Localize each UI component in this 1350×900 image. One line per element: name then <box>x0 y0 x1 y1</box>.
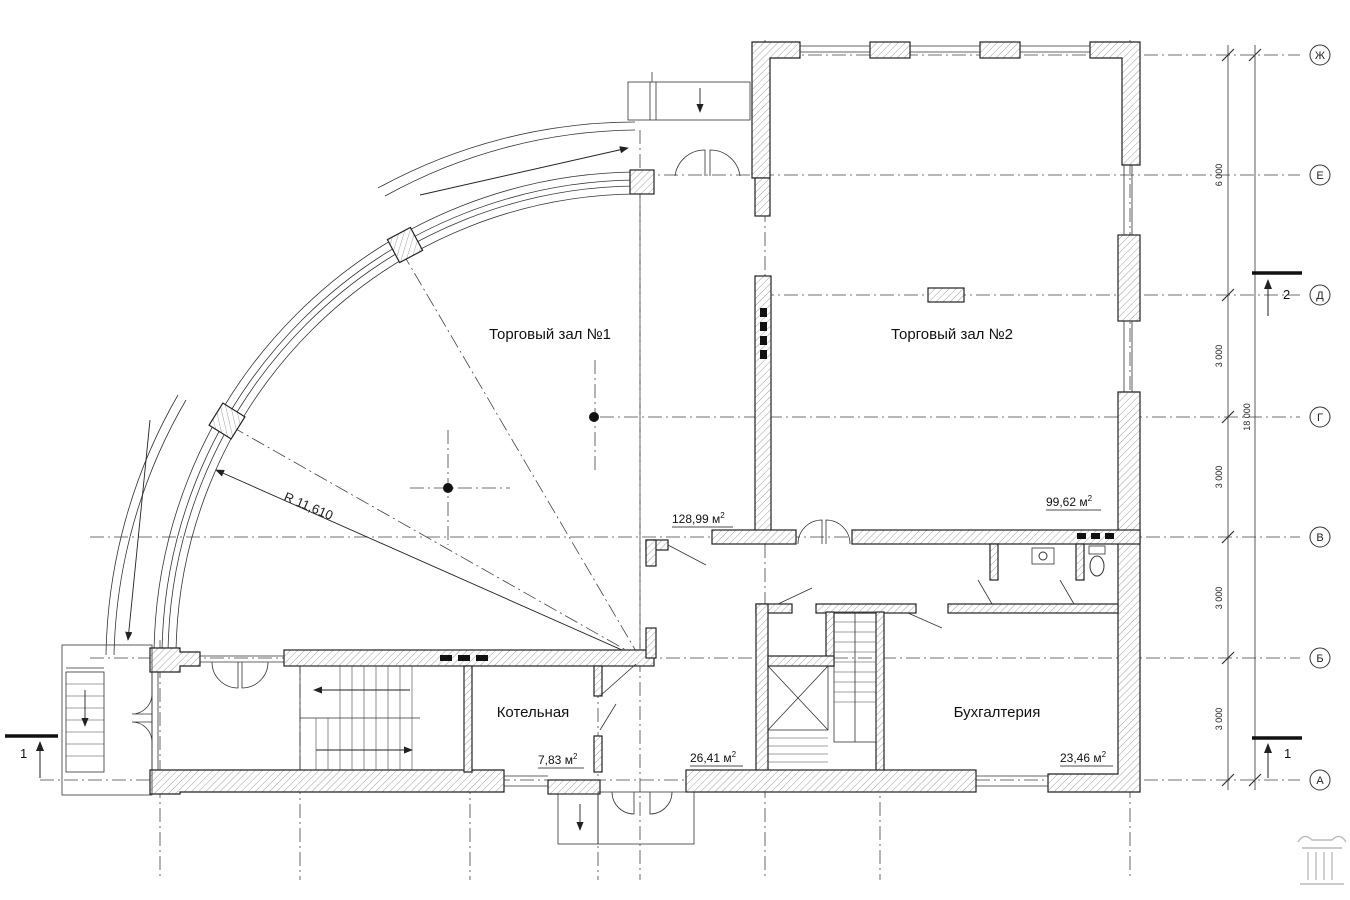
dim-18000: 18 000 <box>1242 403 1252 431</box>
architect-column-logo <box>1297 835 1347 885</box>
lower-left-block <box>61 627 657 796</box>
lower-right-rooms <box>645 539 1119 773</box>
section-mark-right-bottom: 1 <box>1284 746 1291 761</box>
dim-3000-a: 3 000 <box>1214 345 1224 368</box>
axis-e: Е <box>1316 170 1323 182</box>
curved-facade: R 11,610 <box>105 121 655 659</box>
section-mark-left: 1 <box>20 746 27 761</box>
top-entrance <box>627 72 751 177</box>
axis-d: Д <box>1316 290 1324 302</box>
axis-grid <box>40 40 1300 880</box>
room-label-accounting: Бухгалтерия <box>954 704 1041 721</box>
room-label-boiler: Котельная <box>497 704 570 721</box>
axis-a: А <box>1316 775 1324 787</box>
radius-label: R 11,610 <box>282 489 336 523</box>
room-labels: Торговый зал №1 Торговый зал №2 Котельна… <box>489 326 1040 721</box>
area-label-boiler: 7,83 м2 <box>538 752 578 767</box>
dimension-lines: 6 000 3 000 3 000 3 000 3 000 18 000 <box>1214 45 1262 790</box>
area-label-corridor: 26,41 м2 <box>690 750 737 765</box>
room-label-hall1: Торговый зал №1 <box>489 326 611 343</box>
area-label-accounting: 23,46 м2 <box>1060 750 1107 765</box>
axis-labels: Ж Е Д Г В Б А <box>1309 44 1331 791</box>
dim-3000-d: 3 000 <box>1214 708 1224 731</box>
area-labels: 128,99 м2 99,62 м2 7,83 м2 26,41 м2 23,4… <box>538 494 1113 769</box>
axis-zh: Ж <box>1315 50 1325 62</box>
axis-g: Г <box>1317 412 1323 424</box>
axis-b: Б <box>1316 653 1323 665</box>
area-label-hall1: 128,99 м2 <box>672 511 725 526</box>
section-mark-right-top: 2 <box>1283 287 1290 302</box>
area-label-hall2: 99,62 м2 <box>1046 494 1093 509</box>
section-marks: 1 1 2 <box>5 271 1302 778</box>
hall2-walls <box>711 41 1141 793</box>
dim-6000: 6 000 <box>1214 164 1224 187</box>
room-label-hall2: Торговый зал №2 <box>891 326 1013 343</box>
bottom-wall <box>149 769 1048 845</box>
dim-3000-b: 3 000 <box>1214 466 1224 489</box>
dim-3000-c: 3 000 <box>1214 587 1224 610</box>
axis-v: В <box>1316 532 1323 544</box>
